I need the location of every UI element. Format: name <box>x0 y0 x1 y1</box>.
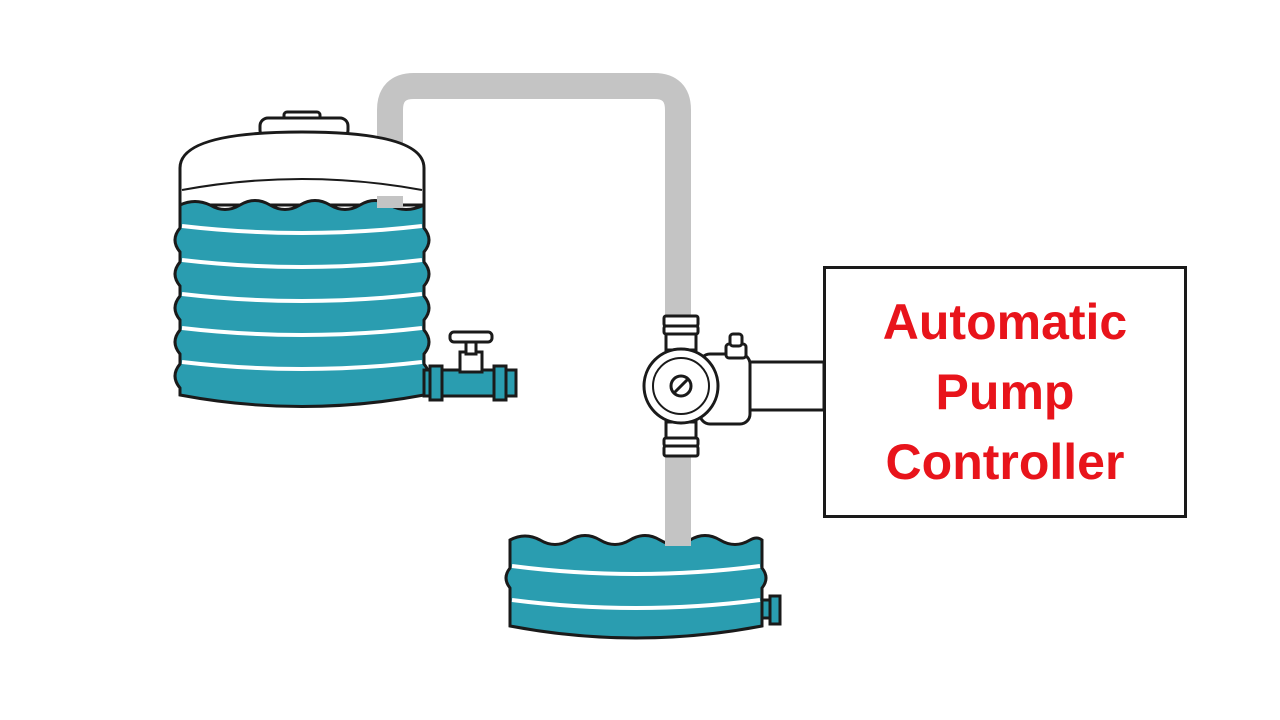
controller-label-line-2: Pump <box>935 364 1075 420</box>
sump-tank-icon <box>504 532 782 640</box>
pump-controller-box: Automatic Pump Controller <box>823 266 1187 518</box>
controller-label-line-1: Automatic <box>882 294 1128 350</box>
overhead-tank-icon <box>173 110 431 408</box>
pipe-icon <box>377 73 691 545</box>
controller-label-line-3: Controller <box>885 434 1125 490</box>
pump-icon <box>642 314 752 458</box>
controller-cable <box>746 360 826 412</box>
valve-icon <box>422 330 518 402</box>
